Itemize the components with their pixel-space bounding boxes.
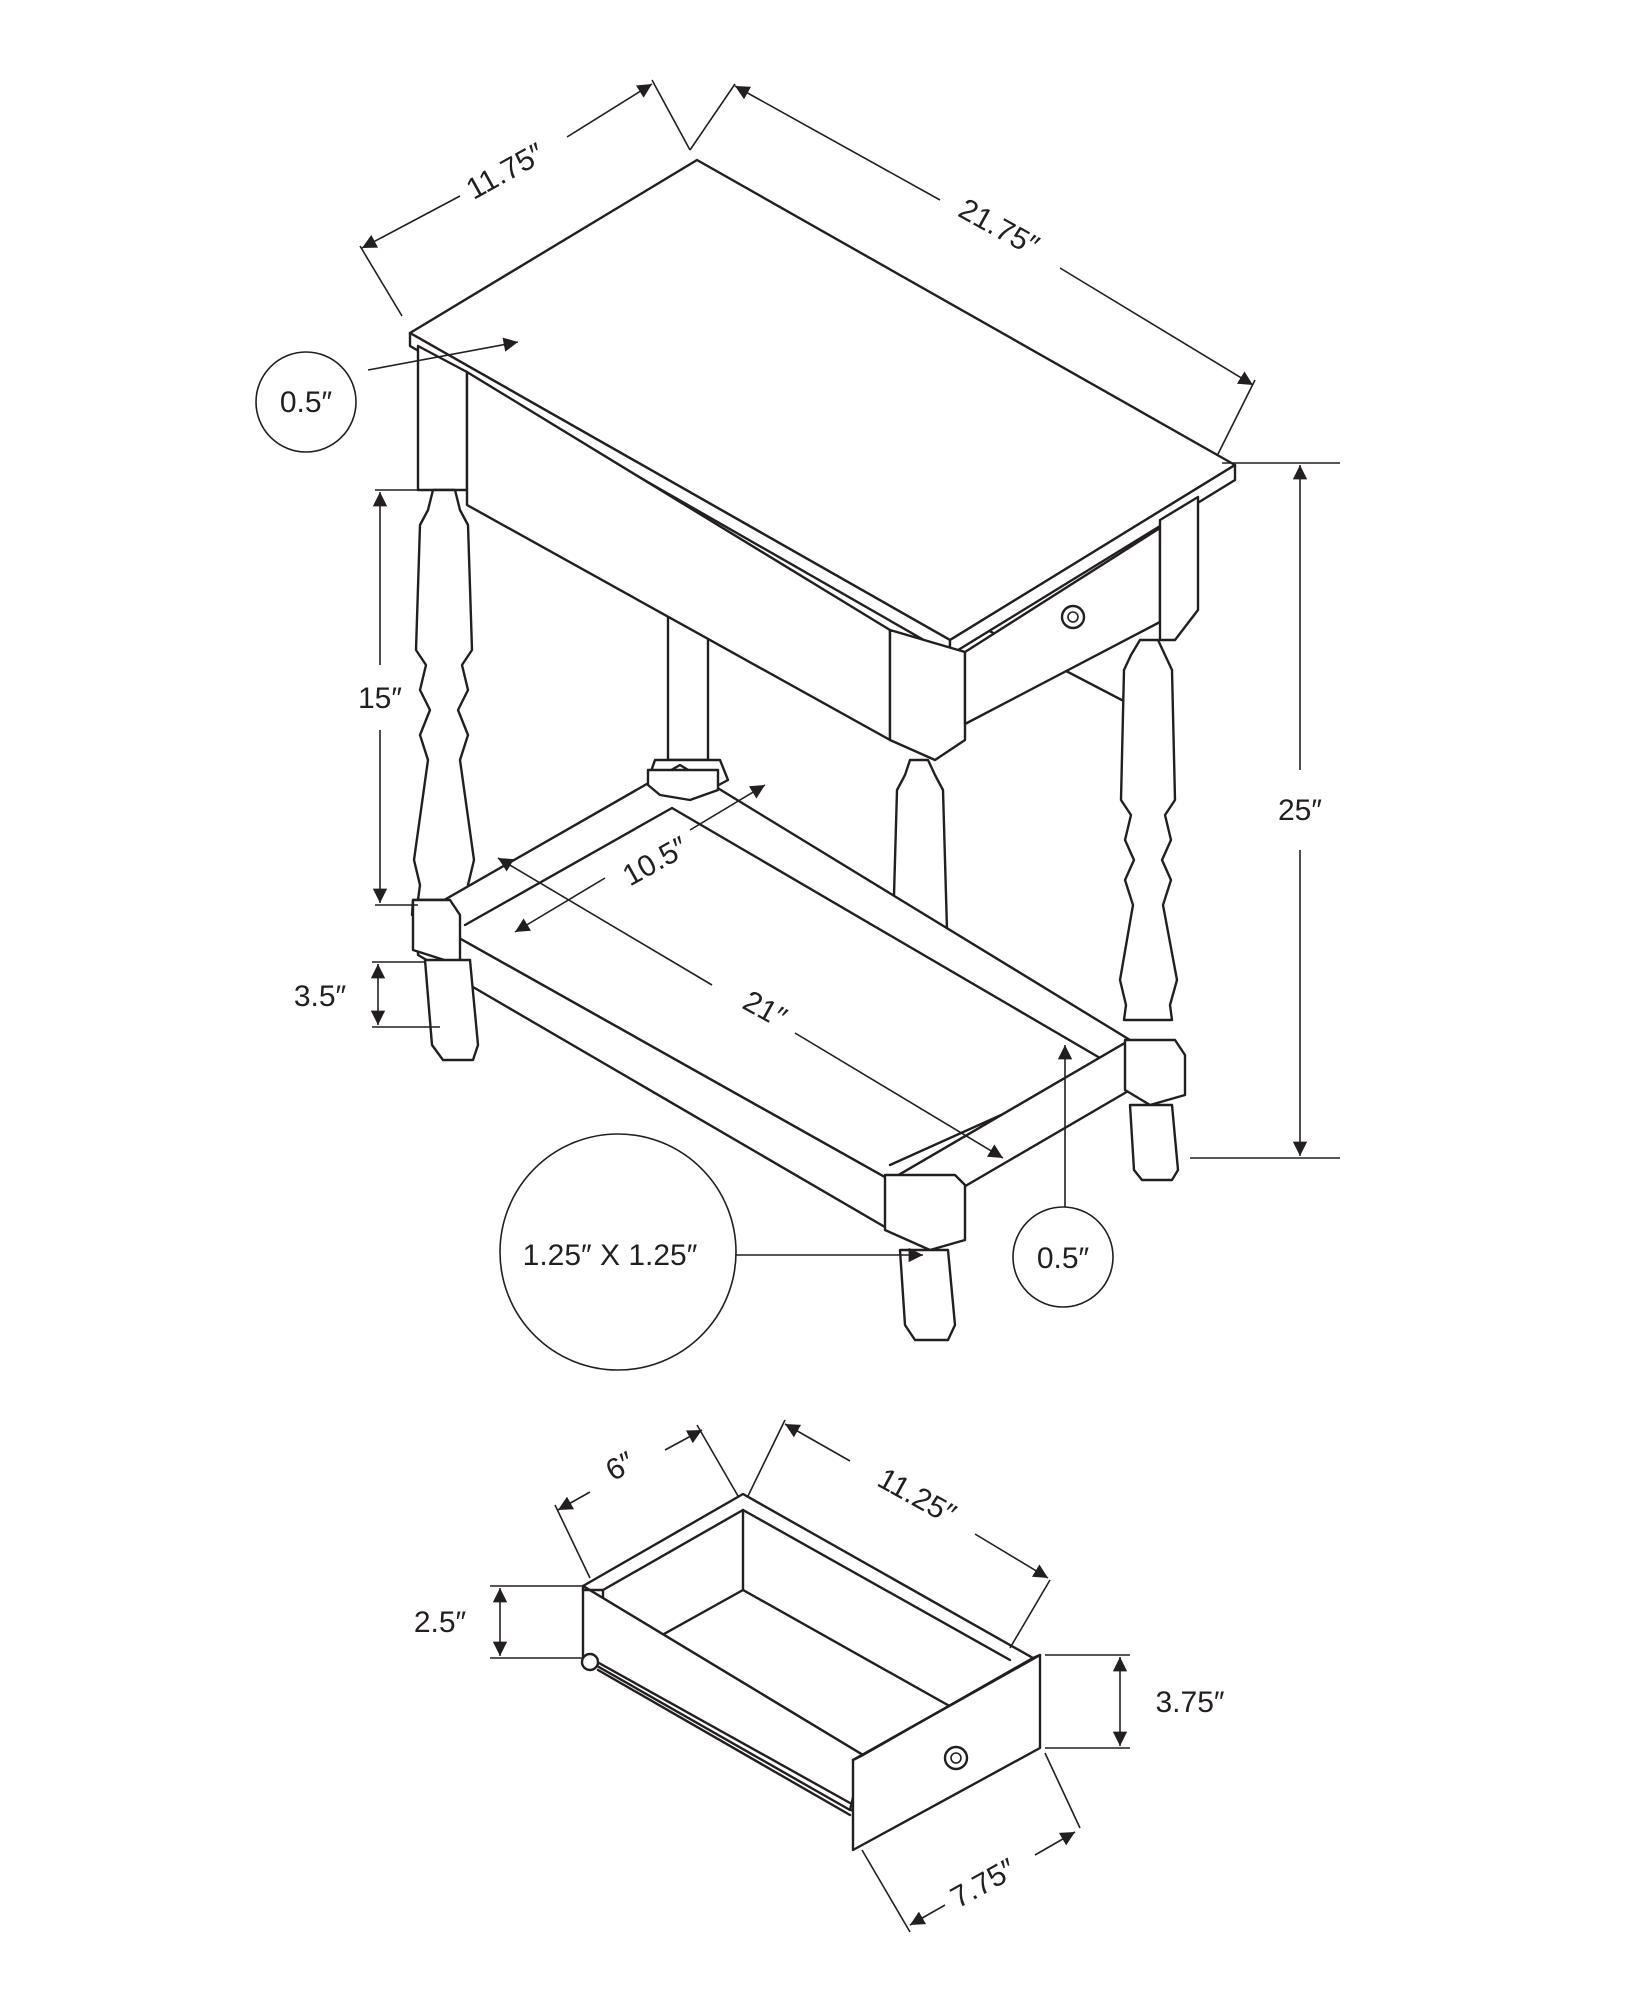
table-drawer-front: [963, 495, 1200, 726]
leg-size-label: 1.25″ X 1.25″: [523, 1239, 698, 1272]
drawer-knob-icon: [943, 1745, 969, 1771]
drawer-front-width-label: 7.75″: [945, 1852, 1022, 1915]
apron-left: [416, 344, 967, 762]
shelf-thickness-bubble: [1012, 1206, 1114, 1308]
top-thickness-label: 0.5″: [280, 386, 333, 419]
end-table-drawing: [408, 158, 1237, 1342]
total-height-label: 25″: [1278, 794, 1322, 827]
back-right-leg: [1118, 638, 1179, 1022]
drawer-length-label: 11.25″: [872, 1462, 961, 1532]
drawer-dimension-lines: [490, 1419, 1130, 1933]
table-feet: [423, 958, 1180, 1342]
drawer-drawing: [580, 1492, 1042, 1852]
foot-height-label: 3.5″: [294, 980, 347, 1013]
table-dimension-lines: [359, 79, 1340, 1263]
shelf-corner-blocks: [411, 768, 1187, 1252]
leg-size-bubble: [499, 1133, 737, 1371]
drawer-runner-wheel-icon: [580, 1652, 600, 1672]
leg-height-label: 15″: [358, 682, 402, 715]
depth-label: 11.75″: [461, 137, 550, 207]
tabletop: [408, 158, 1237, 657]
front-left-leg: [410, 488, 492, 917]
drawer-depth-label: 6″: [600, 1445, 640, 1487]
drawer-inner-height-label: 2.5″: [414, 1606, 467, 1639]
table-drawer-knob-icon: [1060, 604, 1086, 630]
drawer-front-height-label: 3.75″: [1155, 1686, 1224, 1719]
shelf-thickness-label: 0.5″: [1037, 1242, 1090, 1275]
width-label: 21.75″: [953, 192, 1044, 263]
top-thickness-bubble: [255, 351, 357, 453]
